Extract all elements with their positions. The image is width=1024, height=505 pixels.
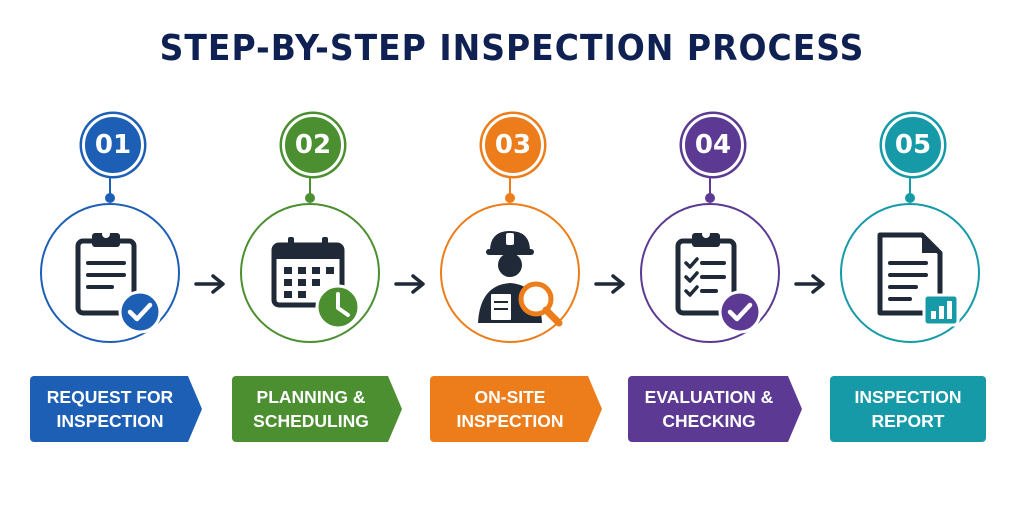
badge-stem [509,176,511,198]
checklist-clipboard-icon [675,230,762,334]
step-icon-circle [440,203,580,343]
step-label-line2: CHECKING [662,411,756,431]
badge-stem-dot [705,193,715,203]
step-icon-circle [240,203,380,343]
step-5: 05 INSPECTION REPORT [810,0,1010,505]
step-label: EVALUATION & CHECKING [628,376,802,442]
report-chart-icon [877,232,960,327]
step-3: 03 ON-SITE INSPECTION [410,0,610,505]
step-number-badge: 03 [482,114,544,176]
step-number-badge: 04 [682,114,744,176]
step-label-line1: INSPECTION [854,387,962,407]
step-number-badge: 02 [282,114,344,176]
badge-stem-dot [305,193,315,203]
step-label: ON-SITE INSPECTION [430,376,602,442]
step-1: 01 REQUEST FOR INSPECTION [10,0,210,505]
calendar-clock-icon [271,237,361,330]
step-label-line2: SCHEDULING [253,411,369,431]
step-4: 04 EVALUATION & CHECKING [610,0,810,505]
inspector-magnifier-icon [478,231,563,327]
step-label: INSPECTION REPORT [830,376,986,442]
step-label-line1: ON-SITE [474,387,546,407]
step-label-line1: EVALUATION & [644,387,774,407]
badge-stem-dot [105,193,115,203]
page-title: STEP-BY-STEP INSPECTION PROCESS [159,26,865,69]
arrow-right-icon [194,274,225,294]
step-label-line2: REPORT [871,411,945,431]
step-label-line2: INSPECTION [56,411,164,431]
arrow-right-icon [594,274,625,294]
badge-stem-dot [905,193,915,203]
step-2: 02 PLANNING & SCHEDULING [210,0,410,505]
step-number-badge: 05 [882,114,944,176]
arrow-right-icon [794,274,825,294]
step-label: PLANNING & SCHEDULING [232,376,402,442]
arrow-right-icon [394,274,425,294]
step-label-line2: INSPECTION [456,411,564,431]
step-icon-circle [40,203,180,343]
clipboard-check-icon [75,230,162,334]
badge-stem-dot [505,193,515,203]
badge-stem [109,176,111,198]
step-label: REQUEST FOR INSPECTION [30,376,202,442]
step-icon-circle [640,203,780,343]
badge-stem [309,176,311,198]
step-number-badge: 01 [82,114,144,176]
step-label-line1: PLANNING & [256,387,366,407]
step-icon-circle [840,203,980,343]
badge-stem [909,176,911,198]
badge-stem [709,176,711,198]
step-label-line1: REQUEST FOR [46,387,174,407]
